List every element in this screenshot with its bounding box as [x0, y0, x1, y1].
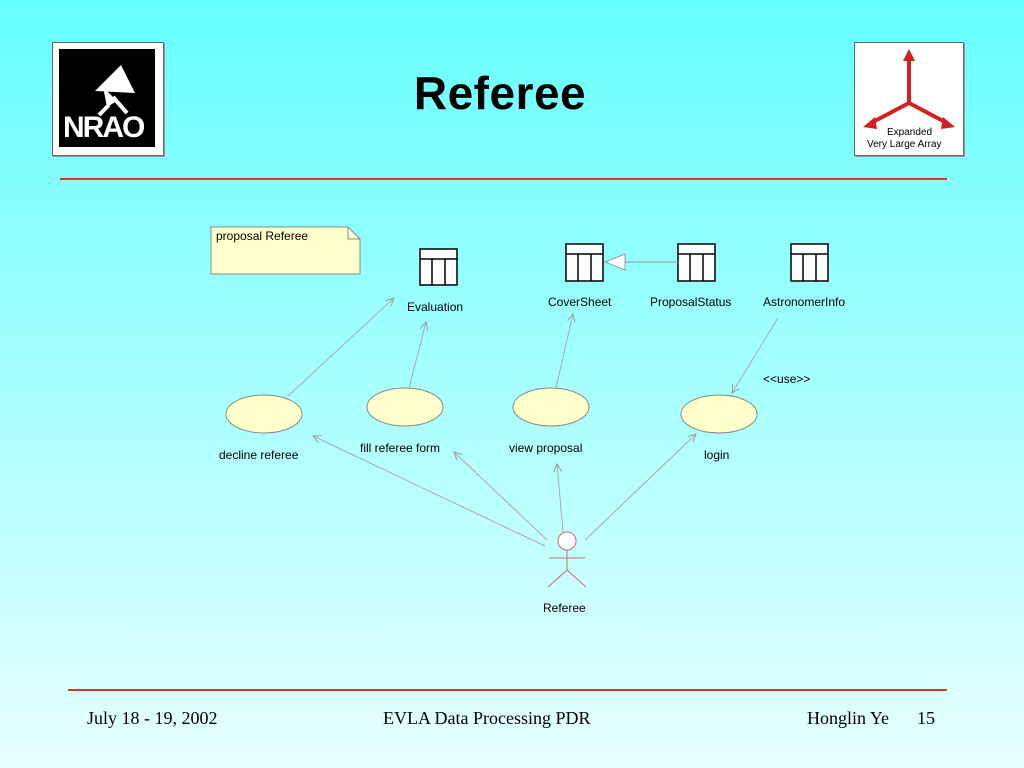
class-label-proposalstatus: ProposalStatus: [650, 295, 732, 309]
usecase-label-login: login: [704, 448, 730, 462]
dep-login-uses-astronomerinfo: [732, 317, 779, 393]
assoc-actor-login: [584, 434, 696, 541]
top-rule: [60, 178, 947, 180]
usecase-label-fill: fill referee form: [360, 441, 441, 455]
coversheet-class-icon: [565, 243, 604, 282]
note-shape: [210, 226, 361, 275]
footer-page-number: 15: [917, 708, 935, 728]
evla-logo-line1: Expanded: [887, 127, 932, 138]
svg-text:NRAO: NRAO: [63, 111, 145, 144]
astronomerinfo-class-icon: [790, 243, 829, 282]
bottom-rule: [68, 689, 947, 691]
assoc-actor-fill: [454, 452, 548, 541]
nrao-telescope-icon: NRAO: [63, 65, 147, 144]
footer-event: EVLA Data Processing PDR: [383, 708, 591, 728]
class-label-evaluation: Evaluation: [407, 300, 464, 314]
generalization-arrow: [603, 253, 678, 271]
assoc-actor-view: [557, 464, 564, 533]
actor-icon: [547, 531, 587, 588]
class-label-astronomerinfo: AstronomerInfo: [763, 295, 846, 309]
usecase-login: [680, 394, 758, 434]
slide-title: Referee: [413, 67, 587, 119]
proposalstatus-class-icon: [677, 243, 716, 282]
assoc-actor-decline: [313, 436, 546, 547]
usecase-label-decline: decline referee: [219, 448, 299, 462]
use-case-diagram: [210, 226, 829, 588]
footer-author: Honglin Ye: [807, 708, 890, 728]
note-label: proposal Referee: [216, 229, 309, 243]
stereotype-label: <<use>>: [763, 372, 811, 386]
actor-label: Referee: [543, 601, 586, 615]
dep-view-to-coversheet: [555, 314, 573, 389]
nrao-logo: NRAO: [52, 42, 164, 156]
evla-array-icon: Expanded Very Large Array: [863, 49, 955, 150]
class-label-coversheet: CoverSheet: [548, 295, 612, 309]
evla-logo: Expanded Very Large Array: [854, 42, 964, 156]
dep-decline-to-evaluation: [287, 298, 394, 397]
footer-date: July 18 - 19, 2002: [87, 708, 218, 728]
evaluation-class-icon: [419, 248, 458, 286]
evla-logo-line2: Very Large Array: [867, 139, 941, 150]
usecase-fill-referee-form: [366, 387, 444, 427]
dep-fill-to-evaluation: [408, 322, 426, 389]
usecase-label-view: view proposal: [509, 441, 583, 455]
usecase-view-proposal: [512, 387, 590, 427]
usecase-decline-referee: [225, 394, 303, 434]
